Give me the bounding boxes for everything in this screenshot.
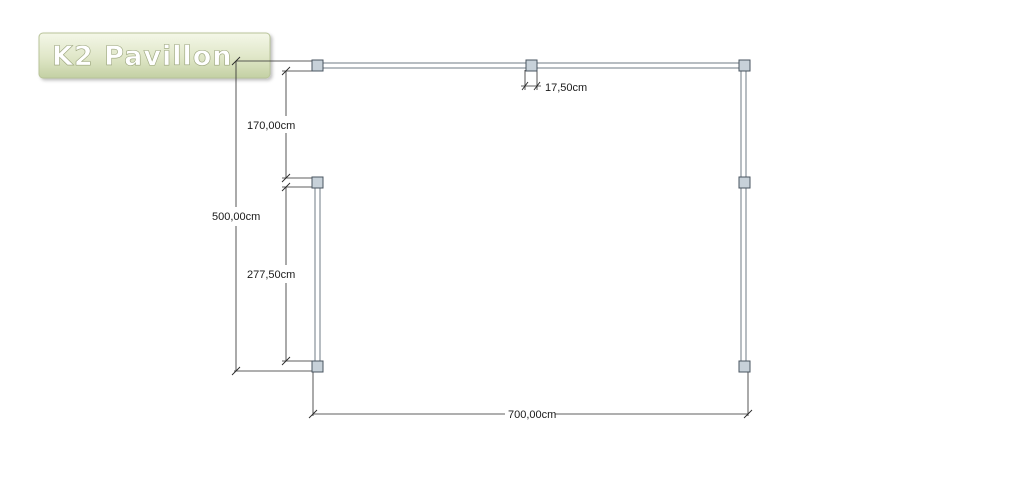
beam-left <box>314 181 321 367</box>
logo: K2 Pavillon <box>38 32 271 79</box>
post-top-middle <box>525 59 538 72</box>
dimension-label-total-height: 500,00cm <box>212 211 260 223</box>
post-right-middle <box>738 176 751 189</box>
extension-lines <box>234 60 749 416</box>
posts <box>311 59 751 373</box>
dimension-label-left-lower: 277,50cm <box>247 269 295 281</box>
logo-badge <box>38 32 271 79</box>
dimension-label-left-upper: 170,00cm <box>247 120 295 132</box>
dimension-left-upper: 170,00cm <box>247 66 295 183</box>
post-top-right <box>738 59 751 72</box>
post-right-lower <box>738 360 751 373</box>
beam-right <box>740 64 747 367</box>
beams <box>314 62 747 367</box>
dimension-label-top-gap: 17,50cm <box>545 82 587 94</box>
post-top-left <box>311 59 324 72</box>
post-left-upper <box>311 176 324 189</box>
dimension-top-gap: 17,50cm <box>521 81 587 94</box>
dimension-total-height: 500,00cm <box>212 56 260 376</box>
dimension-label-total-width: 700,00cm <box>508 409 556 421</box>
dimension-total-width: 700,00cm <box>308 409 753 421</box>
dimension-left-lower: 277,50cm <box>247 182 295 366</box>
post-left-lower <box>311 360 324 373</box>
logo-text: K2 Pavillon <box>52 41 233 72</box>
